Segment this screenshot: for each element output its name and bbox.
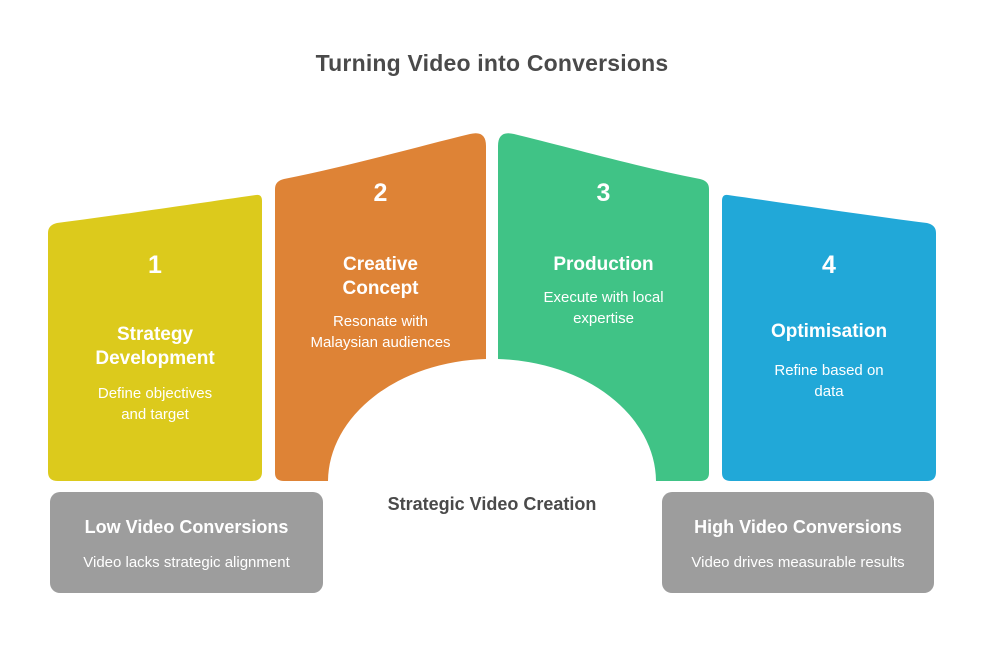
step-3-title: Production [553, 254, 654, 275]
step-1-number: 1 [148, 251, 162, 279]
page-title: Turning Video into Conversions [315, 50, 669, 76]
step-4-description: Refine based on data [774, 362, 884, 400]
step-4-title: Optimisation [770, 321, 888, 342]
outcome-low-description: Video lacks strategic alignment [83, 554, 290, 571]
step-2-description: Resonate with Malaysian audiences [310, 313, 451, 351]
outcome-high-box: High Video Conversions Video drives meas… [662, 492, 934, 593]
outcome-high-description: Video drives measurable results [691, 554, 905, 571]
step-4-shape [722, 194, 936, 481]
step-1-description: Define objectives and target [97, 385, 213, 423]
step-2-title: Creative Concept [342, 254, 419, 299]
outcome-high-title: High Video Conversions [694, 517, 902, 537]
step-3-shape [498, 133, 709, 481]
step-3-description: Execute with local expertise [543, 289, 664, 327]
outcome-low-box: Low Video Conversions Video lacks strate… [50, 492, 323, 593]
step-1-title: Strategy Development [95, 324, 215, 369]
step-2-shape [275, 133, 486, 481]
outcome-low-title: Low Video Conversions [84, 517, 289, 537]
step-3-number: 3 [596, 179, 611, 207]
step-2-number: 2 [373, 179, 388, 207]
step-1-shape [48, 194, 262, 481]
step-4-number: 4 [822, 251, 836, 279]
bridge-label: Strategic Video Creation [387, 494, 597, 514]
